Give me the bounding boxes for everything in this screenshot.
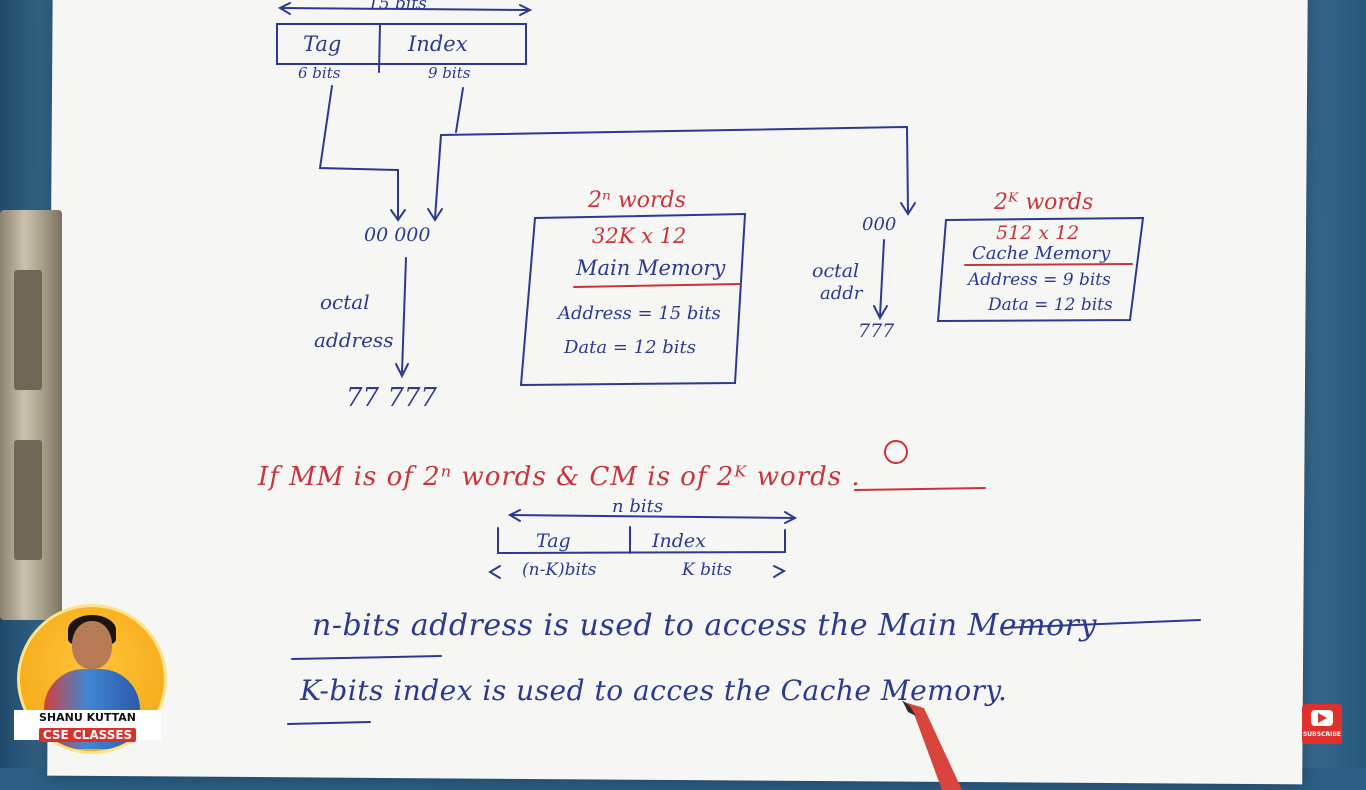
main-memory-range-start: 00 000: [364, 224, 431, 246]
top-index-bits: 9 bits: [428, 64, 471, 82]
clip-slot: [14, 440, 42, 560]
general-statement: If MM is of 2ⁿ words & CM is of 2ᴷ words…: [258, 462, 861, 492]
channel-label: SHANU KUTTAN CSE CLASSES: [14, 710, 161, 742]
cache-memory-range-end: 777: [858, 320, 895, 342]
top-tag-bits: 6 bits: [298, 64, 341, 82]
cache-memory-octal-label: octal: [812, 260, 860, 282]
note-cache-memory: K-bits index is used to acces the Cache …: [300, 674, 1008, 707]
top-index-label: Index: [408, 32, 468, 56]
subscribe-button[interactable]: SUBSCRIBE: [1302, 704, 1342, 744]
main-memory-octal-label: octal: [320, 290, 370, 314]
main-memory-size: 32K x 12: [592, 224, 687, 248]
general-tag-label: Tag: [536, 530, 571, 552]
main-memory-address: Address = 15 bits: [558, 303, 721, 324]
channel-name: SHANU KUTTAN: [39, 711, 136, 724]
cache-memory-name: Cache Memory: [972, 243, 1111, 264]
top-tag-label: Tag: [303, 32, 342, 56]
channel-watermark: SHANU KUTTAN CSE CLASSES: [14, 604, 167, 754]
general-width-label: n bits: [612, 496, 664, 517]
cache-memory-range-start: 000: [862, 214, 897, 235]
main-memory-name: Main Memory: [576, 256, 726, 280]
general-index-bits: K bits: [682, 560, 732, 580]
subscribe-label: SUBSCRIBE: [1302, 731, 1341, 738]
main-memory-address-label: address: [314, 328, 394, 352]
clipboard-clip: [0, 210, 62, 620]
cache-memory-data: Data = 12 bits: [988, 295, 1113, 315]
pen-icon: [902, 700, 962, 790]
ink-drawing: [276, 2, 1201, 725]
general-tag-bits: (n-K)bits: [522, 560, 597, 580]
cache-memory-address: Address = 9 bits: [968, 270, 1111, 290]
channel-subtitle: CSE CLASSES: [38, 728, 137, 742]
cache-memory-address-label: addr: [820, 283, 863, 304]
note-main-memory: n-bits address is used to access the Mai…: [312, 608, 1097, 643]
play-icon: [1311, 710, 1333, 726]
cache-memory-size: 512 x 12: [996, 222, 1080, 244]
cache-memory-heading: 2ᴷ words: [994, 190, 1094, 215]
main-memory-range-end: 77 777: [346, 383, 437, 413]
main-memory-data: Data = 12 bits: [564, 337, 697, 358]
general-index-label: Index: [652, 530, 706, 552]
background-right: [1296, 0, 1366, 768]
main-memory-heading: 2ⁿ words: [588, 188, 686, 213]
clip-slot: [14, 270, 42, 390]
top-width-label: 15 bits: [368, 0, 427, 14]
